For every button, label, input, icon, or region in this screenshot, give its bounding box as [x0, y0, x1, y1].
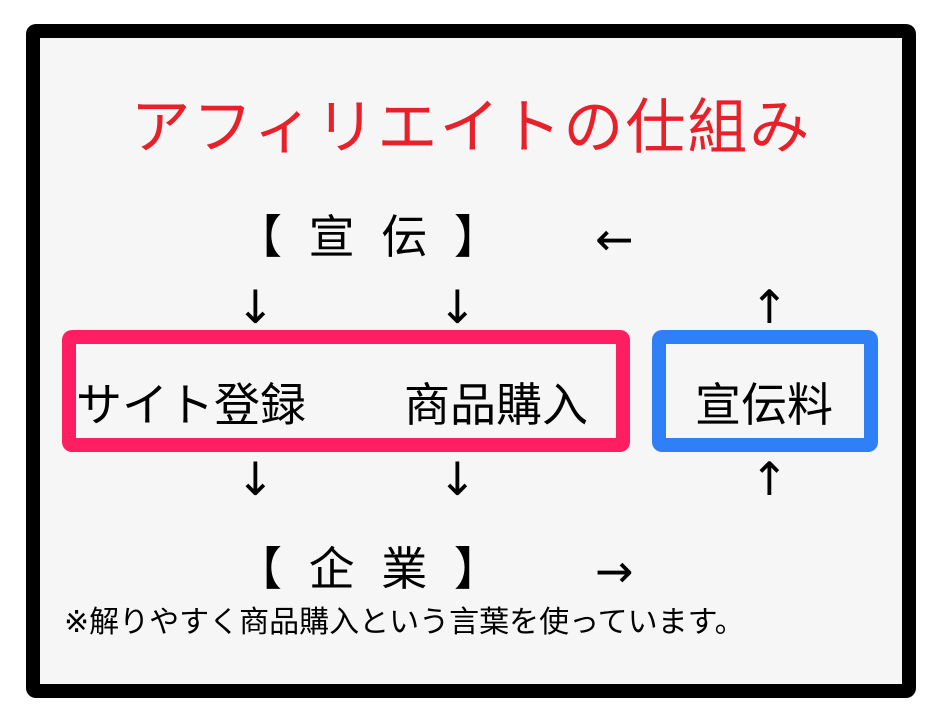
arrow-down-site-bottom: ↓ — [236, 452, 275, 506]
node-company: 【 企 業 】 — [236, 542, 506, 596]
arrow-up-fee-top: ↑ — [750, 280, 789, 334]
arrow-left-top: ← — [595, 212, 634, 266]
arrow-down-purchase-top: ↓ — [438, 280, 477, 334]
arrow-up-fee-bottom: ↑ — [750, 452, 789, 506]
diagram-frame: アフィリエイトの仕組み 【 宣 伝 】 ← ↓ ↓ ↑ サイト登録 商品購入 宣… — [26, 24, 916, 698]
diagram-title: アフィリエイトの仕組み — [130, 93, 812, 163]
site-registration-label: サイト登録 — [76, 378, 306, 432]
arrow-down-site-top: ↓ — [236, 280, 275, 334]
arrow-right-bottom: → — [595, 544, 634, 598]
pink-box — [62, 330, 630, 452]
footnote: ※解りやすく商品購入という言葉を使っています。 — [64, 605, 745, 640]
arrow-down-purchase-bottom: ↓ — [438, 452, 477, 506]
product-purchase-label: 商品購入 — [404, 378, 588, 432]
node-advertising: 【 宣 伝 】 — [236, 210, 506, 264]
blue-box — [652, 330, 878, 452]
ad-fee-label: 宣伝料 — [695, 378, 833, 432]
